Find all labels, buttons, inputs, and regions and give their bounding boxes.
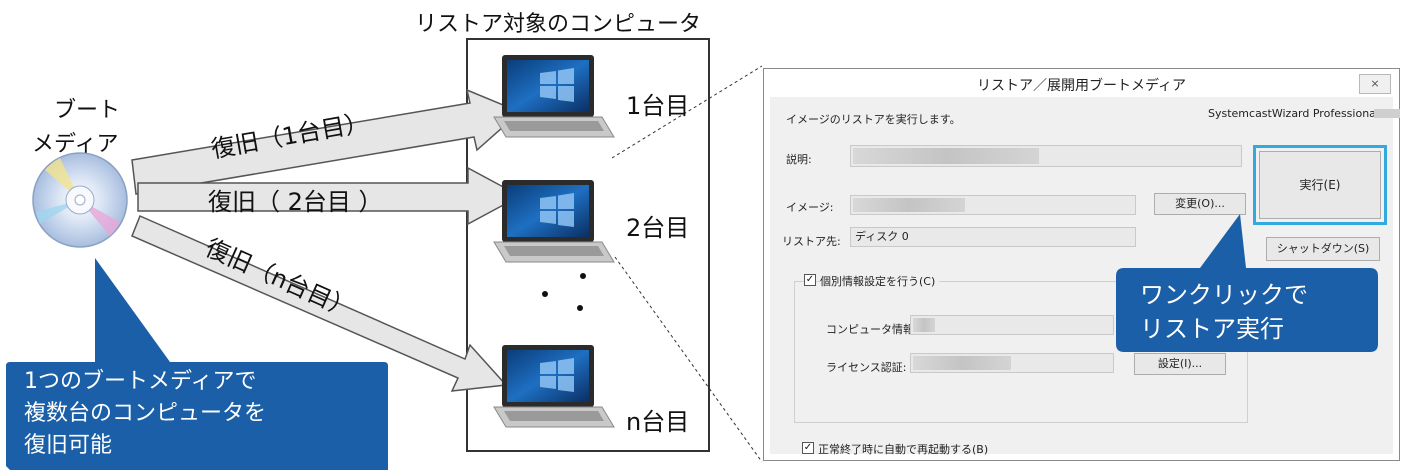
individual-settings-group [794,281,1248,423]
laptop-icon-3 [493,345,615,428]
callout-left-text: 1つのブートメディアで 複数台のコンピュータを 復旧可能 [24,369,267,458]
close-icon[interactable]: ⨯ [1359,74,1391,94]
auto-restart-label: 正常終了時に自動で再起動する(B) [818,443,989,456]
dialog-titlebar: リストア／展開用ブートメディア ⨯ [764,69,1399,97]
description-field[interactable] [850,145,1242,167]
target-computers-title: リストア対象のコンピュータ [415,12,702,37]
restore-arrow-2 [137,166,522,226]
laptop-icon-1 [493,55,615,138]
auto-restart-checkbox[interactable]: ✓ [802,442,814,454]
restore-arrow-3 [131,215,508,392]
boot-media-label: ブート [54,98,121,123]
cd-disc-icon [32,152,128,248]
license-label: ライセンス認証: [826,361,907,374]
restore-target-label: リストア先: [782,235,841,248]
shutdown-button[interactable]: シャットダウン(S) [1266,237,1380,261]
product-name: SystemcastWizard Professional [1208,107,1379,120]
computer-label-2: 2台目 [626,214,690,242]
computer-label-1: 1台目 [626,92,690,120]
callout-left-shape [6,258,388,470]
callout-right-text: ワンクリックで リストア実行 [1140,281,1308,343]
dialog-body: イメージのリストアを実行します。 SystemcastWizard Profes… [770,97,1400,456]
license-field[interactable] [910,353,1114,373]
image-label: イメージ: [786,201,834,214]
arrow-label-2: 復旧（ 2台目 ） [208,188,383,216]
target-computers-box [466,38,710,452]
individual-settings-checkbox[interactable]: ✓ [804,274,816,286]
image-field[interactable] [850,195,1136,215]
dialog-title: リストア／展開用ブートメディア [976,78,1187,94]
restore-dialog: リストア／展開用ブートメディア ⨯ イメージのリストアを実行します。 Syste… [763,68,1400,461]
laptop-icon-2 [493,180,615,263]
restore-target-field[interactable]: ディスク 0 [850,227,1136,247]
individual-settings-label: 個別情報設定を行う(C) [820,273,940,289]
change-button[interactable]: 変更(O)... [1154,193,1246,215]
computer-info-label: コンピュータ情報: [826,323,918,336]
computer-info-field[interactable] [910,315,1114,335]
execute-button[interactable]: 実行(E) [1259,151,1381,219]
zoom-lines [611,65,763,463]
boot-media-label-2: メディア [32,132,119,157]
ellipsis-dots [542,273,586,311]
computer-label-3: n台目 [626,408,690,436]
description-label: 説明: [786,153,812,166]
version-blur [1374,109,1400,118]
settings-button[interactable]: 設定(I)... [1134,353,1226,375]
dialog-message: イメージのリストアを実行します。 [786,113,961,126]
